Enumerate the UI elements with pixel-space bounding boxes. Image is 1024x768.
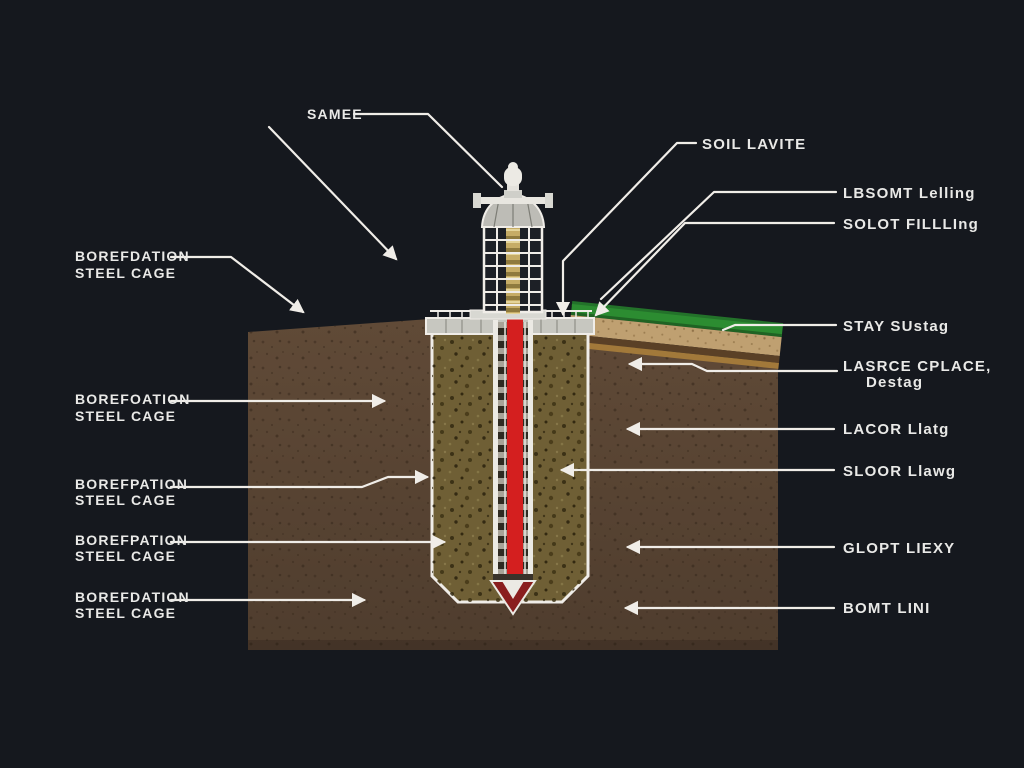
leader-right-3 bbox=[594, 221, 836, 317]
surface-rig-tower bbox=[469, 162, 553, 320]
label-right-1: SOIL LAVITE bbox=[702, 136, 806, 153]
grass-shadow bbox=[570, 311, 783, 338]
label-left-5-line2: STEEL CAGE bbox=[75, 605, 176, 621]
leader-lines bbox=[169, 112, 839, 616]
label-left-4-line1: BOREFPATION bbox=[75, 532, 188, 548]
label-right-6: LACOR Llatg bbox=[843, 421, 950, 438]
tower-ring-bars bbox=[484, 239, 542, 306]
label-right-5-line1: LASRCE CPLACE, bbox=[843, 358, 991, 375]
tower-top-cap bbox=[508, 162, 518, 172]
label-right-4: STAY SUstag bbox=[843, 318, 949, 335]
crossbar-hub bbox=[504, 190, 522, 198]
label-right-9: BOMT LINI bbox=[843, 600, 930, 617]
leader-right-4 bbox=[721, 323, 838, 332]
crossbar-left-cap bbox=[473, 193, 481, 208]
leader-left-3 bbox=[169, 469, 430, 489]
tower-crossbar bbox=[479, 197, 547, 204]
leader-right-5 bbox=[627, 356, 839, 373]
leader-right-2 bbox=[599, 190, 838, 301]
labels: SAMEE BOREFDATION STEEL CAGE BOREFOATION… bbox=[75, 106, 991, 621]
label-left-4-line2: STEEL CAGE bbox=[75, 548, 176, 564]
leader-left-1 bbox=[169, 255, 305, 314]
cage-right-rail bbox=[528, 320, 533, 578]
pile-steel-cage bbox=[489, 313, 537, 616]
collar-cracks bbox=[445, 319, 576, 333]
label-right-8: GLOPT LIEXY bbox=[843, 540, 955, 557]
crossbar-right-cap bbox=[545, 193, 553, 208]
soil-bottom-shade bbox=[248, 640, 778, 650]
label-left-3-line2: STEEL CAGE bbox=[75, 492, 176, 508]
label-right-3: SOLOT FILLLIng bbox=[843, 216, 979, 233]
label-left-1-line2: STEEL CAGE bbox=[75, 265, 176, 281]
pile-tip-inner bbox=[502, 581, 524, 599]
cage-inner-rails bbox=[504, 322, 526, 578]
label-left-3-line1: BOREFPATION bbox=[75, 476, 188, 492]
label-top-center: SAMEE bbox=[307, 106, 363, 122]
label-right-7: SLOOR Llawg bbox=[843, 463, 956, 480]
tower-neck bbox=[507, 184, 519, 191]
leader-diagonal-arrow bbox=[267, 125, 398, 261]
tip-collar-band bbox=[493, 574, 533, 581]
gold-band bbox=[567, 340, 779, 369]
label-left-5-line1: BOREFDATION bbox=[75, 589, 190, 605]
leader-top-center bbox=[352, 112, 504, 189]
tower-top-bulb bbox=[504, 167, 522, 186]
sand-texture bbox=[568, 314, 782, 356]
cage-left-rail bbox=[493, 320, 498, 578]
label-right-5-line2: Destag bbox=[866, 374, 923, 391]
label-right-2: LBSOMT Lelling bbox=[843, 185, 976, 202]
pile-core bbox=[507, 313, 523, 578]
subsoil-band bbox=[568, 333, 780, 363]
label-left-2-line1: BOREFOATION bbox=[75, 391, 191, 407]
label-left-1-line1: BOREFDATION bbox=[75, 248, 190, 264]
leader-right-1 bbox=[555, 141, 698, 317]
label-left-2-line2: STEEL CAGE bbox=[75, 408, 176, 424]
